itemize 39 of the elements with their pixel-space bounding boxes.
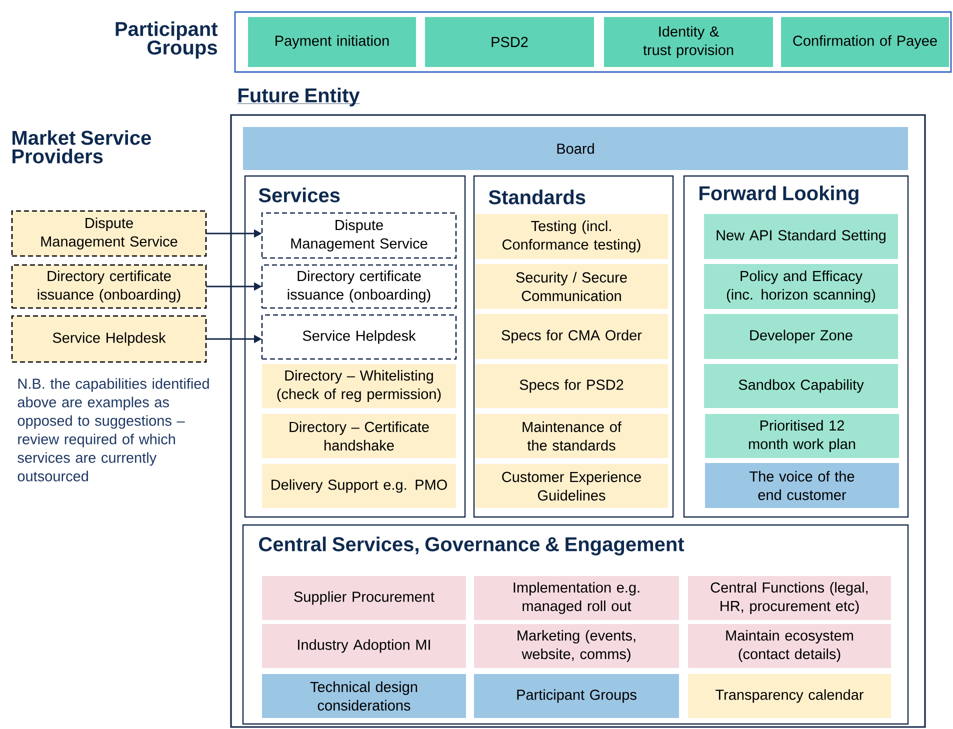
capability-box: Sandbox Capability (704, 364, 898, 408)
capability-box: Industry Adoption MI (262, 624, 466, 668)
capability-box: Prioritised 12 month work plan (705, 414, 899, 458)
capability-box: New API Standard Setting (704, 214, 898, 259)
capability-box: Confirmation of Payee (781, 17, 949, 67)
dashed-box: Service Helpdesk (11, 315, 207, 363)
node-label: Future Entity (238, 88, 360, 106)
capability-box: Implementation e.g. managed roll out (474, 576, 679, 620)
capability-box: The voice of the end customer (705, 463, 899, 508)
capability-box: Technical design considerations (262, 674, 466, 718)
capability-box: Developer Zone (704, 314, 898, 359)
capability-box: Transparency calendar (688, 674, 891, 718)
dashed-box: Directory certificate issuance (onboarding) (261, 264, 457, 309)
capability-box: Testing (incl. Conformance testing) (475, 214, 668, 259)
capability-box: Customer Experience Guidelines (475, 464, 668, 508)
dashed-box: Dispute Management Service (11, 210, 207, 257)
capability-box: PSD2 (425, 17, 594, 67)
capability-box: Payment initiation (248, 17, 416, 67)
note-text: N.B. the capabilities identified above are examples as opposed to suggestions – review required of which services are currently outsourced (18, 378, 209, 482)
capability-box: Marketing (events, website, comms) (474, 624, 679, 668)
node-label: Participant Groups (116, 21, 218, 59)
dashed-box: Service Helpdesk (261, 314, 457, 360)
capability-box: Central Functions (legal, HR, procurement etc) (688, 576, 891, 620)
capability-box: Participant Groups (474, 674, 679, 718)
capability-box: Board (243, 127, 908, 170)
capability-box: Directory – Whitelisting (check of reg permission) (262, 364, 456, 408)
capability-box: Delivery Support e.g. PMO (262, 464, 456, 508)
capability-box: Security / Secure Communication (475, 264, 668, 309)
dashed-box: Directory certificate issuance (onboarding) (11, 264, 207, 309)
capability-box: Maintain ecosystem (contact details) (688, 624, 891, 668)
capability-box: Identity & trust provision (604, 17, 773, 67)
capability-box: Maintenance of the standards (475, 414, 668, 458)
capability-box: Specs for PSD2 (475, 364, 668, 408)
capability-box: Specs for CMA Order (475, 314, 668, 359)
capability-box: Directory – Certificate handshake (262, 414, 456, 458)
capability-box: Policy and Efficacy (inc. horizon scanning) (704, 264, 898, 309)
dashed-box: Dispute Management Service (261, 212, 457, 259)
capability-box: Supplier Procurement (262, 576, 466, 620)
section-heading: Market Service Providers (12, 130, 151, 164)
